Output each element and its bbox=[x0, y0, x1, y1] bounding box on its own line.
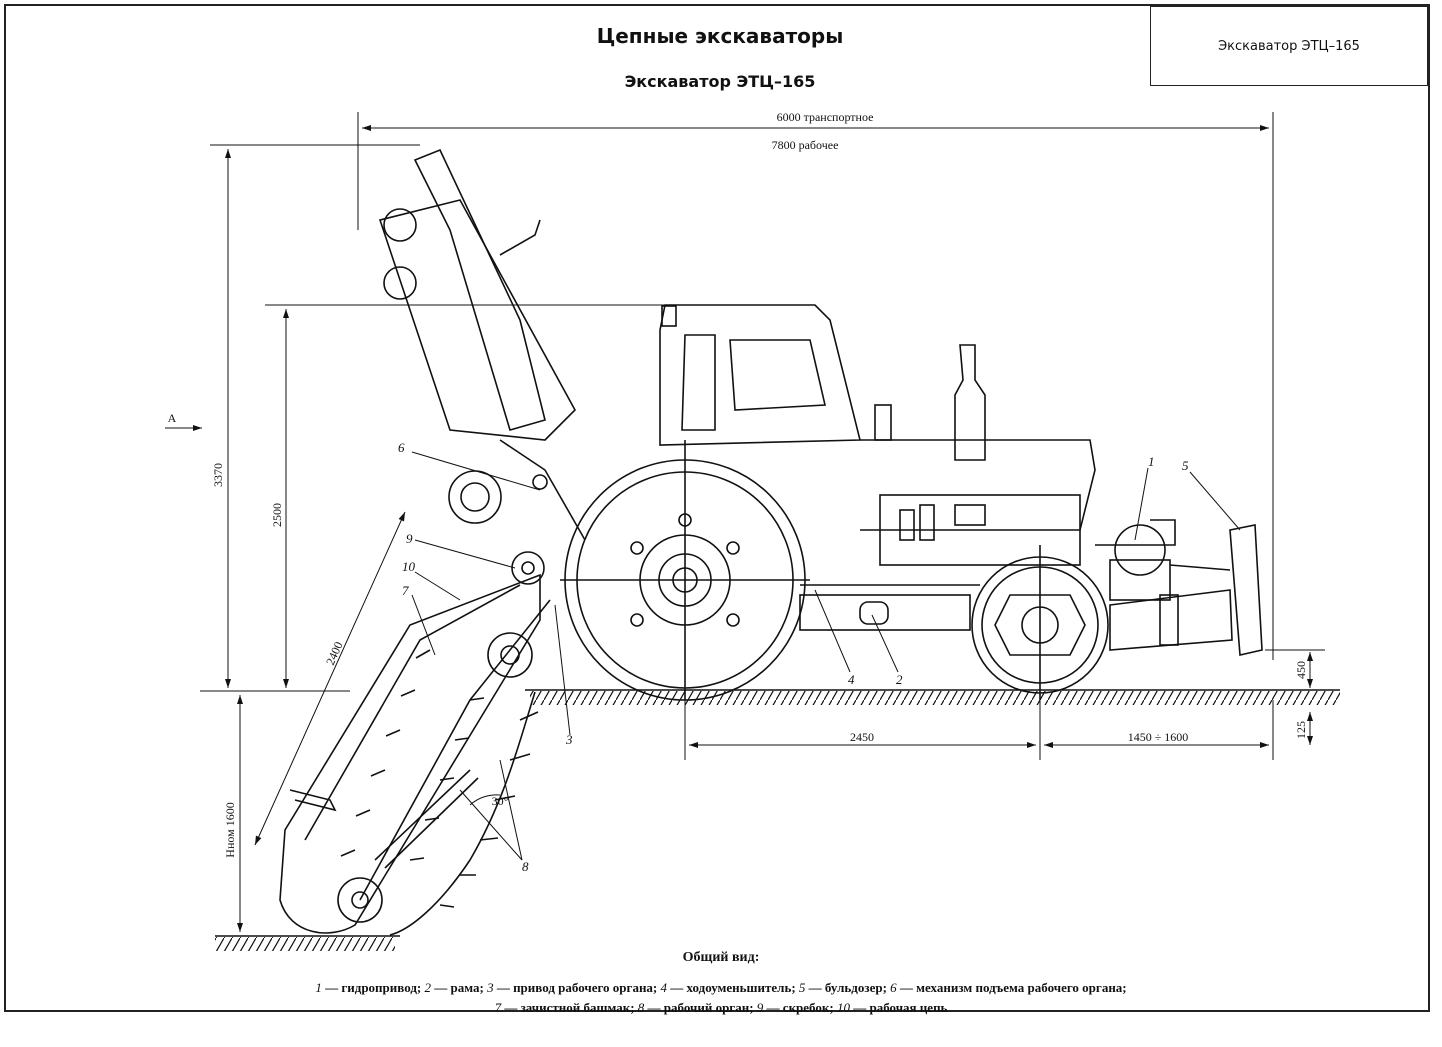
leader-8 bbox=[459, 789, 523, 861]
dim-overhang: 1450 ÷ 1600 bbox=[1128, 730, 1189, 744]
legend-text: — привод рабочего органа; bbox=[493, 980, 661, 995]
legend-line-2: 7 — зачистной башмак; 8 — рабочий орган;… bbox=[60, 998, 1382, 1018]
leader-9 bbox=[414, 539, 516, 569]
legend-num: 5 bbox=[798, 980, 806, 995]
legend-text: — гидропривод; bbox=[321, 980, 425, 995]
legend-text: — ходоуменьшитель; bbox=[667, 980, 799, 995]
legend-text: — бульдозер; bbox=[805, 980, 891, 995]
legend-line-1: 1 — гидропривод; 2 — рама; 3 — привод ра… bbox=[60, 978, 1382, 998]
callout-2: 2 bbox=[896, 672, 903, 687]
dim-3370: 3370 bbox=[211, 463, 225, 487]
dim-125: 125 bbox=[1294, 721, 1308, 739]
tractor-cab bbox=[659, 304, 862, 446]
dim-line-2400 bbox=[254, 511, 406, 846]
page-subtitle: Экскаватор ЭТЦ–165 bbox=[624, 72, 816, 91]
front-wheel bbox=[971, 545, 1109, 700]
leader-2 bbox=[871, 614, 899, 673]
working-body bbox=[279, 551, 551, 934]
leader-1 bbox=[1134, 467, 1149, 541]
leader-7 bbox=[411, 594, 436, 656]
legend-text: — рабочая цепь bbox=[849, 1000, 948, 1015]
ground-line bbox=[215, 689, 1340, 951]
tractor-hood bbox=[860, 344, 1096, 566]
stamp-text: Экскаватор ЭТЦ–165 bbox=[1218, 38, 1360, 54]
callout-4: 4 bbox=[848, 672, 855, 687]
legend-num: 9 bbox=[756, 1000, 764, 1015]
bulldozer-blade bbox=[1109, 524, 1263, 656]
hydraulic-drive bbox=[1095, 519, 1176, 601]
caption-heading: Общий вид: bbox=[682, 950, 760, 965]
dim-2500: 2500 bbox=[270, 503, 284, 527]
dim-transport-length: 6000 транспортное bbox=[777, 110, 874, 124]
angle-arc bbox=[469, 794, 501, 806]
dim-450: 450 bbox=[1294, 661, 1308, 679]
legend-num: 4 bbox=[660, 980, 668, 995]
trench-wall bbox=[389, 691, 539, 936]
callout-3: 3 bbox=[565, 732, 573, 747]
legend-num: 2 bbox=[424, 980, 431, 995]
lift-mechanism bbox=[378, 148, 586, 541]
dim-working-length: 7800 рабочее bbox=[772, 138, 839, 152]
drawing-frame bbox=[4, 4, 1430, 1012]
callout-7: 7 bbox=[402, 583, 409, 598]
legend-text: — рабочий орган; bbox=[644, 1000, 757, 1015]
rear-wheel bbox=[560, 440, 810, 701]
dim-angle: 30° bbox=[492, 794, 509, 808]
legend-num: 3 bbox=[487, 980, 494, 995]
legend-text: — зачистной башмак; bbox=[501, 1000, 638, 1015]
legend-num: 8 bbox=[637, 1000, 645, 1015]
legend-num: 10 bbox=[836, 1000, 850, 1015]
callout-9: 9 bbox=[406, 531, 413, 546]
legend: 1 — гидропривод; 2 — рама; 3 — привод ра… bbox=[60, 978, 1382, 1018]
legend-text: — рама; bbox=[430, 980, 488, 995]
legend-num: 7 bbox=[494, 1000, 502, 1015]
leader-4 bbox=[814, 589, 851, 673]
title-stamp: Экскаватор ЭТЦ–165 bbox=[1150, 6, 1428, 86]
callout-10: 10 bbox=[402, 559, 416, 574]
legend-text: — скребок; bbox=[763, 1000, 837, 1015]
legend-num: 6 bbox=[890, 980, 897, 995]
callout-6: 6 bbox=[398, 440, 405, 455]
leader-8b bbox=[499, 759, 523, 861]
view-label: А bbox=[168, 411, 177, 425]
dim-2400: 2400 bbox=[323, 640, 346, 668]
leader-10 bbox=[414, 571, 461, 601]
leader-6 bbox=[411, 451, 541, 491]
callout-1: 1 bbox=[1148, 454, 1155, 469]
callout-8: 8 bbox=[522, 859, 529, 874]
leader-5 bbox=[1189, 471, 1241, 531]
leader-3 bbox=[554, 604, 571, 736]
dim-depth: Hном 1600 bbox=[223, 802, 237, 857]
dim-2450: 2450 bbox=[850, 730, 874, 744]
page-title: Цепные экскаваторы bbox=[596, 24, 844, 48]
legend-text: — механизм подъема рабочего органа; bbox=[896, 980, 1127, 995]
callout-5: 5 bbox=[1182, 458, 1189, 473]
frame bbox=[799, 584, 980, 631]
legend-num: 1 bbox=[315, 980, 322, 995]
